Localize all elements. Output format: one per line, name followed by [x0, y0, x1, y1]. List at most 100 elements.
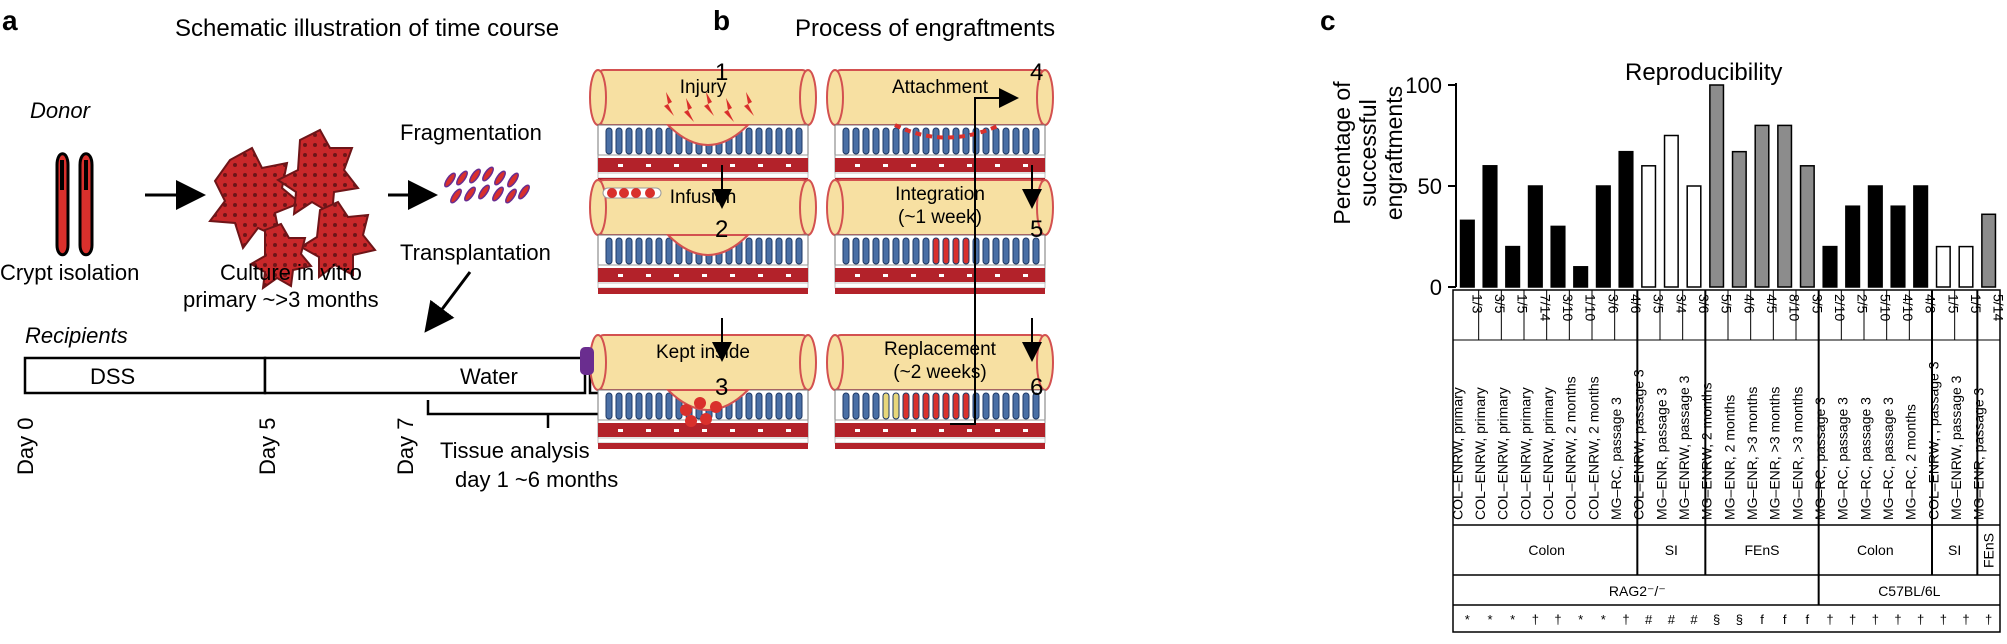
water-segment	[263, 356, 587, 395]
symbol-16: f	[1806, 612, 1810, 627]
bar-23	[1958, 245, 1974, 288]
step-5-sublabel: (~1 week)	[898, 207, 982, 228]
symbol-12: §	[1713, 612, 1720, 627]
condition-label-17: MG–RC, passage 3	[1812, 397, 1828, 520]
bar-24	[1981, 213, 1997, 288]
condition-label-10: MG–ENR, passage 3	[1653, 388, 1669, 520]
step-4-label: Attachment	[892, 77, 989, 98]
condition-label-15: MG–ENR, >3 months	[1767, 387, 1783, 520]
bar-12	[1709, 84, 1725, 288]
step-6-label: Replacement	[884, 339, 997, 360]
bar-18	[1845, 205, 1861, 288]
day-7-label: Day 7	[393, 418, 418, 475]
ratio-label-5: 3/10	[1560, 294, 1576, 321]
tube-step-2: Infusion	[589, 179, 817, 295]
bar-1	[1459, 219, 1475, 288]
condition-label-16: MG–ENR, >3 months	[1789, 387, 1805, 520]
condition-label-5: COL–ENRW, primary	[1540, 387, 1556, 520]
symbol-19: †	[1872, 612, 1879, 627]
condition-label-12: MG–ENRW, 2 months	[1699, 383, 1715, 520]
step-3-label: Kept inside	[656, 342, 750, 363]
symbol-20: †	[1894, 612, 1901, 627]
condition-label-4: COL–ENRW, primary	[1517, 387, 1533, 520]
condition-label-20: MG–RC, passage 3	[1880, 397, 1896, 520]
day-5-label: Day 5	[255, 418, 280, 475]
panel-a: a Schematic illustration of time course …	[0, 5, 669, 492]
condition-label-22: COL–ENRW, , passage 3	[1925, 361, 1941, 520]
dss-segment	[23, 356, 267, 395]
step-5-label: Integration	[895, 184, 985, 205]
bar-21	[1913, 185, 1929, 288]
arrow-to-recipients	[424, 271, 472, 333]
symbol-24: †	[1985, 612, 1992, 627]
symbol-21: †	[1917, 612, 1924, 627]
tissue-group-2: SI	[1665, 542, 1678, 558]
ratio-label-16: 3/5	[1809, 294, 1825, 314]
symbol-11: #	[1690, 612, 1698, 627]
symbol-10: #	[1668, 612, 1676, 627]
tube-step-4: Attachment	[826, 69, 1054, 185]
bar-7	[1595, 185, 1611, 288]
panel-c: c Reproducibility Percentage of successf…	[1320, 5, 2007, 633]
ratio-label-19: 5/10	[1877, 294, 1893, 321]
tissue-group-4: Colon	[1857, 542, 1894, 558]
symbol-6: *	[1578, 612, 1583, 627]
condition-label-9: COL–ENRW, passage 3	[1631, 369, 1647, 520]
ratio-label-8: 4/6	[1628, 294, 1644, 314]
ratio-label-1: 1/3	[1469, 294, 1485, 314]
strain-group-2: C57BL/6L	[1878, 583, 1940, 599]
culture-label-line2: primary ~>3 months	[183, 287, 379, 312]
step-2-number: 2	[715, 216, 728, 243]
ratio-label-13: 4/6	[1741, 294, 1757, 314]
strain-group-1: RAG2⁻/⁻	[1609, 583, 1666, 599]
symbol-14: f	[1760, 612, 1764, 627]
y-tick-label-50: 50	[1418, 174, 1442, 199]
condition-label-2: COL–ENRW, primary	[1472, 387, 1488, 520]
recipients-label: Recipients	[25, 323, 128, 348]
bar-20	[1890, 205, 1906, 288]
step-5-number: 5	[1030, 216, 1043, 243]
panel-b-title: Process of engraftments	[795, 15, 1055, 42]
ratio-label-14: 4/5	[1764, 294, 1780, 314]
symbol-7: *	[1601, 612, 1606, 627]
ratio-label-17: 2/10	[1832, 294, 1848, 321]
condition-label-14: MG–ENR, >3 months	[1744, 387, 1760, 520]
donor-label: Donor	[30, 98, 92, 123]
crypt-isolation-label: Crypt isolation	[0, 260, 139, 285]
condition-label-24: MG–ENR, passage 3	[1971, 388, 1987, 520]
panel-b-letter: b	[713, 5, 730, 36]
bar-8	[1618, 150, 1634, 288]
ratio-label-11: 3/6	[1696, 294, 1712, 314]
bar-10	[1663, 134, 1679, 288]
step-2-label: Infusion	[670, 187, 737, 208]
y-tick-label-0: 0	[1430, 275, 1442, 300]
symbol-3: *	[1510, 612, 1515, 627]
condition-label-18: MG–RC, passage 3	[1835, 397, 1851, 520]
symbol-17: †	[1826, 612, 1833, 627]
ratio-label-2: 3/5	[1492, 294, 1508, 314]
culture-label-line1: Culture in vitro	[220, 260, 362, 285]
fragmentation-label: Fragmentation	[400, 120, 542, 145]
tube-step-5: Integration(~1 week)	[826, 179, 1054, 295]
symbol-22: †	[1940, 612, 1947, 627]
y-axis-label-line2: successful	[1355, 99, 1381, 206]
condition-label-11: MG–ENRW, passage 3	[1676, 375, 1692, 520]
panel-c-title: Reproducibility	[1625, 59, 1782, 86]
ratio-label-24: 5/14	[1991, 294, 2007, 321]
ratio-label-9: 3/5	[1651, 294, 1667, 314]
bar-3	[1505, 245, 1521, 288]
bar-14	[1754, 124, 1770, 288]
condition-label-23: MG–ENRW, passage 3	[1948, 375, 1964, 520]
analysis-label-line2: day 1 ~6 months	[455, 467, 618, 492]
ratio-label-23: 1/5	[1968, 294, 1984, 314]
step-3-number: 3	[715, 374, 728, 401]
condition-label-8: MG–RC, passage 3	[1608, 397, 1624, 520]
y-axis-label-line3: engraftments	[1381, 86, 1407, 220]
panel-b: b Process of engraftments Injury1Infusio…	[580, 5, 1055, 450]
analysis-label-line1: Tissue analysis	[440, 438, 590, 463]
symbol-18: †	[1849, 612, 1856, 627]
ratio-label-6: 1/10	[1583, 294, 1599, 321]
y-axis-label-line1: Percentage of	[1329, 81, 1355, 225]
tube-step-1: Injury	[589, 69, 817, 185]
step-1-label: Injury	[680, 77, 727, 98]
